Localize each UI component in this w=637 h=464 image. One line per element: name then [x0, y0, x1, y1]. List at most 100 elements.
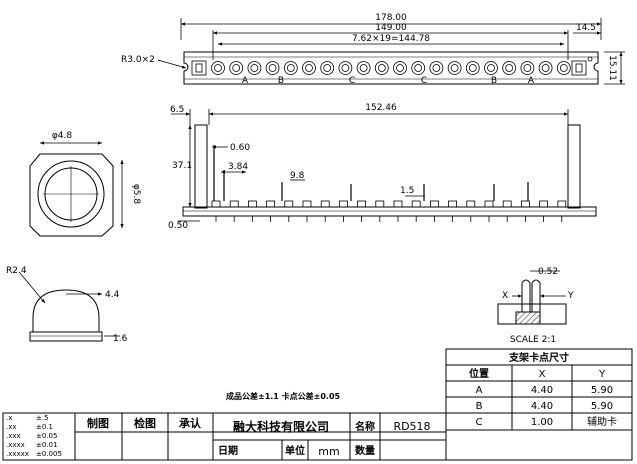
circle-view — [29, 141, 124, 237]
dome-base — [29, 331, 103, 342]
led-hole-inner — [541, 64, 550, 72]
top-view — [157, 18, 625, 85]
pin-pad — [484, 200, 494, 208]
detail-hatch — [515, 311, 541, 325]
led-hole — [429, 61, 444, 75]
dim-height: φ5.8 — [131, 184, 141, 205]
clip-table-cell: B — [476, 401, 483, 412]
clip-table-title: 支架卡点尺寸 — [508, 351, 569, 364]
led-hole-inner — [432, 64, 441, 72]
dim-dome-base: 1.6 — [113, 334, 128, 344]
led-hole-inner — [359, 64, 368, 72]
tolerance-key: .xxx — [6, 432, 21, 440]
tolerance-value: ±0.01 — [36, 441, 57, 449]
led-hole-inner — [268, 64, 277, 72]
dim-dome-width: 4.4 — [105, 290, 120, 300]
pin-pad — [375, 200, 385, 208]
dome-radius-leader — [19, 272, 46, 304]
pin-pad — [411, 200, 421, 208]
led-hole-inner — [505, 64, 514, 72]
pin-pad — [393, 200, 403, 208]
company-name: 融大科技有限公司 — [233, 419, 329, 434]
approve-label: 承认 — [179, 416, 202, 430]
pin-pad — [247, 200, 257, 208]
tolerance-key: .x — [6, 414, 12, 422]
base-strip — [182, 206, 597, 217]
clip-table-header: X — [539, 369, 546, 380]
led-hole-inner — [523, 64, 532, 72]
led-hole-inner — [468, 64, 477, 72]
led-hole-inner — [396, 64, 404, 72]
led-hole — [538, 61, 553, 75]
detail-x-label: X — [502, 291, 508, 301]
date-label: 日期 — [218, 444, 238, 457]
pin-pad — [357, 200, 367, 208]
slot-letter: B — [278, 76, 284, 86]
clip-table-cell: 4.40 — [531, 401, 553, 412]
tolerance-value: ±0.05 — [36, 432, 57, 440]
led-hole-inner — [377, 64, 386, 72]
led-hole-inner — [232, 64, 241, 72]
unit-label: 单位 — [285, 444, 305, 457]
end-post-right — [567, 124, 581, 209]
dome-outline — [32, 289, 100, 332]
led-hole — [302, 61, 316, 75]
led-hole — [374, 61, 389, 75]
clip-table-cell: 1.00 — [531, 417, 553, 428]
end-slot-right — [571, 60, 587, 76]
check-label: 检图 — [134, 416, 156, 430]
dim-gap-small: 1.5 — [400, 186, 414, 196]
dim-base-offset: 0.50 — [168, 221, 188, 231]
led-hole — [465, 61, 480, 75]
clip-table-header: Y — [598, 369, 606, 380]
pin-pad — [211, 200, 221, 208]
led-hole-inner — [286, 64, 295, 72]
title-block-right-frame — [445, 429, 633, 461]
led-hole — [320, 61, 335, 75]
led-hole-inner — [250, 64, 259, 72]
led-hole-inner — [323, 64, 332, 72]
clip-table-cell: 辅助卡 — [587, 415, 617, 428]
slot-letter: A — [528, 76, 535, 86]
tolerance-note: 成品公差±1.1 卡点公差±0.05 — [226, 391, 341, 401]
dim-height-right: 15.11 — [607, 55, 617, 81]
led-hole — [265, 61, 280, 75]
led-hole — [447, 61, 462, 75]
pin-pad — [229, 200, 239, 208]
name-label: 名称 — [355, 420, 375, 433]
dim-diameter: φ4.8 — [52, 131, 73, 141]
dim-pin-thickness: 0.60 — [230, 143, 250, 153]
part-name: RD518 — [393, 420, 430, 433]
detail-view — [497, 270, 567, 325]
top-view-labels: 178.00 149.00 7.62×19=144.78 14.5 15.11 … — [121, 13, 617, 86]
tolerance-key: .xx — [6, 423, 17, 431]
led-hole — [556, 61, 571, 75]
draw-label: 制图 — [87, 416, 109, 430]
dim-pin-step: 3.84 — [228, 162, 248, 172]
dim-inner-length: 149.00 — [375, 23, 407, 33]
pin-pad — [429, 200, 439, 208]
circle-view-labels: φ4.8 φ5.8 — [52, 131, 141, 204]
led-hole-inner — [450, 64, 459, 72]
tolerance-key: .xxxxx — [6, 450, 29, 458]
orientation-mark — [587, 56, 593, 62]
led-hole-inner — [214, 64, 222, 72]
dim-radius: R3.0×2 — [121, 55, 155, 65]
pin-pad — [521, 200, 530, 208]
tolerance-value: ±.5 — [36, 414, 49, 422]
end-slot-left-inner — [195, 63, 203, 73]
dim-start: 6.5 — [170, 105, 184, 115]
dim-clip-height: 9.8 — [290, 171, 305, 181]
led-hole — [411, 61, 426, 75]
pin-pad — [302, 200, 312, 208]
dim-span: 152.46 — [365, 103, 397, 113]
pin-pad — [466, 200, 476, 208]
detail-scale-label: SCALE 2:1 — [510, 335, 556, 345]
pin-pad — [448, 200, 458, 208]
pin-pad — [284, 200, 294, 208]
side-view — [171, 109, 597, 222]
dome-view-labels: R2.4 4.4 1.6 — [6, 266, 128, 344]
end-post-left — [194, 124, 208, 209]
